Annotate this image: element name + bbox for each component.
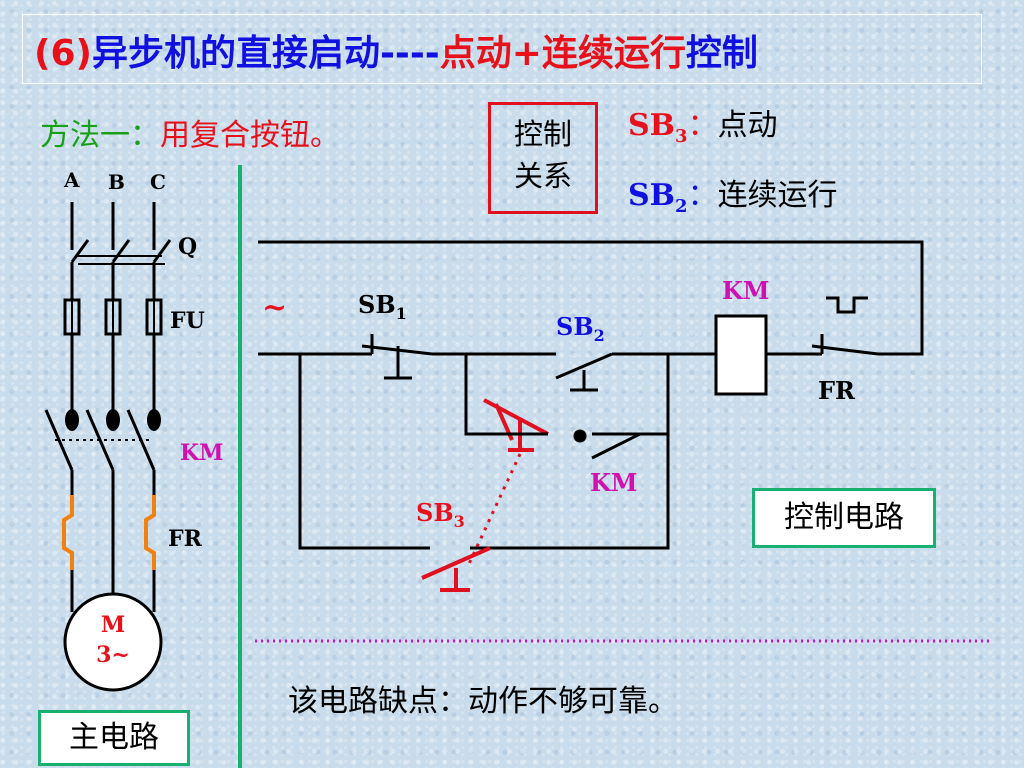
- ac-symbol: ~: [262, 290, 288, 325]
- title-dashes: ----: [379, 33, 440, 74]
- control-circuit: [258, 240, 924, 550]
- q-blade-c: [152, 239, 172, 263]
- title-sub-red: 点动+连续运行: [439, 33, 686, 74]
- top-rail: [258, 240, 924, 356]
- sb3-note-sep: ：: [687, 108, 718, 143]
- km-contact-dots: [65, 409, 161, 431]
- q-blade-b: [111, 239, 131, 263]
- sb2-note-desc: 连续运行: [717, 178, 838, 213]
- label-km-aux: KM: [590, 468, 638, 497]
- km-aux-contact: [591, 432, 641, 460]
- page-title: (6)异步机的直接启动----点动+连续运行控制: [34, 24, 758, 76]
- control-relation-line2: 关系: [513, 159, 572, 193]
- method-line: 方法一：用复合按钮。: [40, 110, 340, 154]
- control-relation-box: 控制 关系: [488, 102, 598, 214]
- method-text: 用复合按钮。: [160, 118, 340, 153]
- sb3-note-sub: 3: [675, 126, 688, 147]
- sb3-note-desc: 点动: [717, 108, 778, 143]
- label-switch-q: Q: [178, 234, 198, 260]
- label-fr-main: FR: [168, 526, 202, 552]
- control-relation-line1: 控制: [513, 117, 572, 151]
- sb2-note-sub: 2: [675, 196, 688, 217]
- sb2-note-code: SB: [628, 178, 676, 213]
- label-sb1-sub: 1: [395, 303, 407, 323]
- label-fuse: FU: [170, 308, 205, 334]
- title-number: (6): [34, 33, 92, 74]
- sb3-note: SB3：点动: [628, 100, 778, 147]
- sb3-lower: [421, 546, 491, 592]
- label-phase-a: A: [64, 168, 80, 192]
- sb3-button: [483, 398, 549, 452]
- km-coil: [714, 314, 768, 396]
- motor-label-line2: 3~: [96, 642, 130, 668]
- control-circuit-caption: 控制电路: [752, 488, 936, 548]
- sb2-note: SB2：连续运行: [628, 170, 838, 217]
- label-phase-b: B: [108, 170, 125, 194]
- main-circuit-caption: 主电路: [38, 710, 190, 766]
- label-phase-c: C: [150, 170, 166, 194]
- method-prefix: 方法一：: [40, 118, 160, 153]
- sb2-contact: [555, 352, 613, 380]
- label-sb1-text: SB: [358, 290, 396, 319]
- fr-contact: [811, 344, 879, 356]
- motor-circle: [63, 592, 163, 692]
- label-fr-contact: FR: [818, 376, 855, 405]
- label-km-coil: KM: [722, 276, 770, 305]
- fr-heaters: [62, 495, 156, 570]
- label-sb2-text: SB: [556, 312, 594, 341]
- sb3-linkage: [466, 453, 522, 567]
- label-km-main: KM: [180, 440, 224, 466]
- motor-label-line1: M: [100, 612, 126, 638]
- q-blade-a: [70, 239, 90, 263]
- label-sb3-text: SB: [416, 498, 454, 527]
- label-sb2-sub: 2: [593, 325, 605, 345]
- title-sub-blue: 控制: [685, 33, 758, 74]
- label-sb2: SB2: [556, 312, 605, 345]
- label-sb3: SB3: [416, 498, 465, 531]
- label-sb1: SB1: [358, 290, 407, 323]
- title-main: 异步机的直接启动: [91, 33, 380, 74]
- main-circuit: [44, 202, 172, 612]
- title-frame: [22, 14, 982, 84]
- drawback-note: 该电路缺点：动作不够可靠。: [288, 684, 678, 719]
- label-sb3-sub: 3: [453, 511, 465, 531]
- sb2-note-sep: ：: [687, 178, 718, 213]
- km-main-a: [44, 409, 74, 471]
- sb3-note-code: SB: [628, 108, 676, 143]
